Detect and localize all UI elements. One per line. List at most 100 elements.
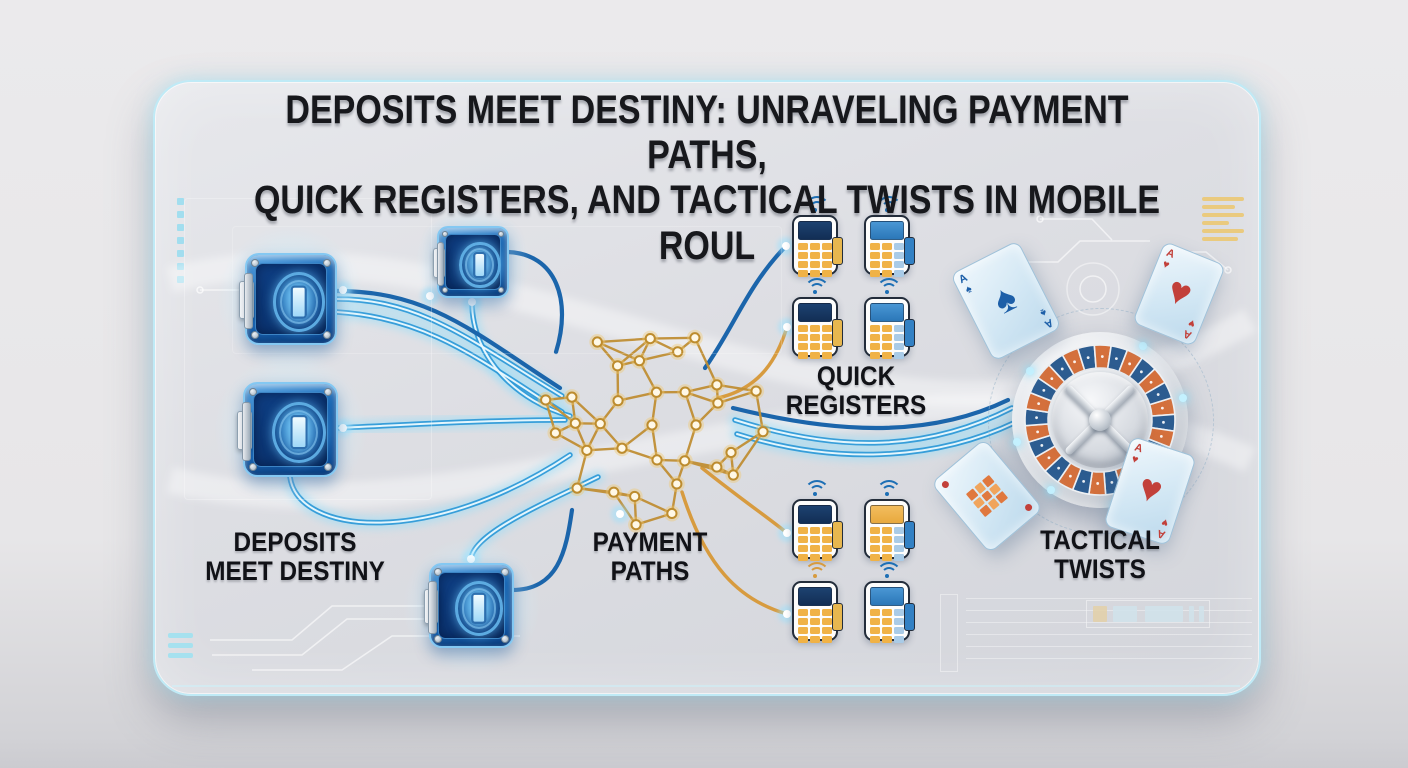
page-title: DEPOSITS MEET DESTINY: UNRAVELING PAYMEN…	[242, 88, 1172, 269]
pos-terminal-icon	[792, 278, 843, 359]
keypad	[870, 243, 904, 277]
label-line: TWISTS	[1054, 554, 1146, 585]
terminal-body	[864, 499, 915, 561]
label-line: REGISTERS	[785, 390, 927, 421]
vault-hinge	[432, 241, 446, 287]
vault-door	[272, 272, 326, 332]
keypad	[798, 527, 832, 561]
screw-icon	[434, 568, 442, 576]
glow-dot	[1026, 367, 1034, 375]
screw-icon	[501, 568, 509, 576]
wifi-icon	[872, 562, 902, 579]
glow-dot	[1179, 394, 1187, 402]
hud-decoration	[940, 594, 1252, 672]
screw-icon	[501, 635, 509, 643]
label-line: PAYMENT	[592, 527, 708, 557]
keypad	[870, 325, 904, 359]
vault-inner	[445, 234, 501, 290]
vault-inner	[254, 262, 328, 336]
card-slot-tab	[904, 319, 915, 347]
wifi-icon	[800, 196, 830, 213]
screw-icon	[323, 258, 332, 267]
wifi-icon	[872, 480, 902, 497]
card-pip-dot	[940, 479, 951, 490]
wifi-icon	[872, 278, 902, 295]
terminal-screen	[870, 303, 904, 322]
label-line: TACTICAL	[1040, 525, 1160, 555]
label-quick-registers: QUICK REGISTERS	[753, 361, 960, 421]
label-line: PATHS	[610, 556, 690, 587]
pos-terminal-icon	[864, 480, 915, 561]
screw-icon	[434, 635, 442, 643]
roulette-hub	[1089, 409, 1111, 431]
vault-body	[236, 382, 338, 477]
label-line: DEPOSITS	[233, 527, 357, 557]
glow-dot	[1013, 438, 1021, 446]
screw-icon	[248, 387, 257, 396]
wifi-icon	[800, 278, 830, 295]
screw-icon	[323, 331, 332, 340]
vault-door	[454, 581, 504, 636]
vault-inner	[253, 392, 328, 467]
keypad	[798, 325, 832, 359]
terminal-screen	[798, 221, 832, 240]
heart-icon: ♥	[1133, 466, 1168, 514]
vault-icon-4	[400, 534, 543, 677]
card-pattern	[965, 474, 1009, 518]
terminal-screen	[798, 505, 832, 524]
pos-terminal-icon	[792, 562, 843, 643]
card-slot-tab	[832, 521, 843, 549]
screw-icon	[250, 331, 259, 340]
spade-icon: ♠	[1038, 306, 1049, 320]
screw-icon	[441, 286, 449, 294]
screw-icon	[497, 286, 505, 294]
card-corner: A♥	[1182, 316, 1198, 342]
terminal-body	[792, 499, 843, 561]
keypad	[870, 609, 904, 643]
vault-slot-glow	[290, 415, 308, 450]
card-slot-tab	[904, 521, 915, 549]
keypad	[798, 243, 832, 277]
vault-icon-2	[412, 201, 534, 323]
hud-column	[940, 594, 958, 672]
card-corner: A♥	[1129, 441, 1144, 467]
terminal-body	[792, 297, 843, 359]
screw-icon	[441, 230, 449, 238]
wifi-icon	[800, 562, 830, 579]
terminal-screen	[870, 505, 904, 524]
vault-hinge	[239, 272, 255, 330]
screw-icon	[324, 463, 333, 472]
vault-hinge	[236, 402, 253, 462]
label-line: MEET DESTINY	[205, 556, 385, 587]
glow-dot	[1047, 486, 1055, 494]
screw-icon	[248, 463, 257, 472]
title-line-2: QUICK REGISTERS, AND TACTICAL TWISTS IN …	[253, 178, 1161, 268]
terminal-screen	[870, 221, 904, 240]
keypad	[798, 609, 832, 643]
terminal-screen	[870, 587, 904, 606]
vault-body	[432, 226, 509, 298]
vault-body	[423, 563, 514, 648]
label-line: QUICK	[816, 361, 896, 391]
title-line-1: DEPOSITS MEET DESTINY: UNRAVELING PAYMEN…	[285, 88, 1129, 178]
wifi-icon	[800, 480, 830, 497]
terminal-body	[864, 215, 915, 277]
vault-body	[239, 253, 337, 345]
terminal-screen	[798, 303, 832, 322]
screw-icon	[250, 258, 259, 267]
card-slot-tab	[832, 319, 843, 347]
hud-row	[1086, 600, 1210, 628]
heart-icon: ♥	[1130, 452, 1140, 467]
label-payment-paths: PAYMENT PATHS	[547, 527, 754, 587]
pos-terminal-icon	[864, 278, 915, 359]
keypad	[870, 527, 904, 561]
card-slot-tab	[832, 237, 843, 265]
vault-icon-1	[213, 221, 369, 377]
vault-door	[459, 241, 501, 289]
label-tactical-twists: TACTICAL TWISTS	[997, 525, 1204, 585]
glow-dot	[1139, 342, 1147, 350]
card-corner: A♠	[1037, 305, 1055, 330]
pos-terminal-icon	[864, 562, 915, 643]
wifi-icon	[872, 196, 902, 213]
vault-icon-3	[210, 349, 371, 510]
